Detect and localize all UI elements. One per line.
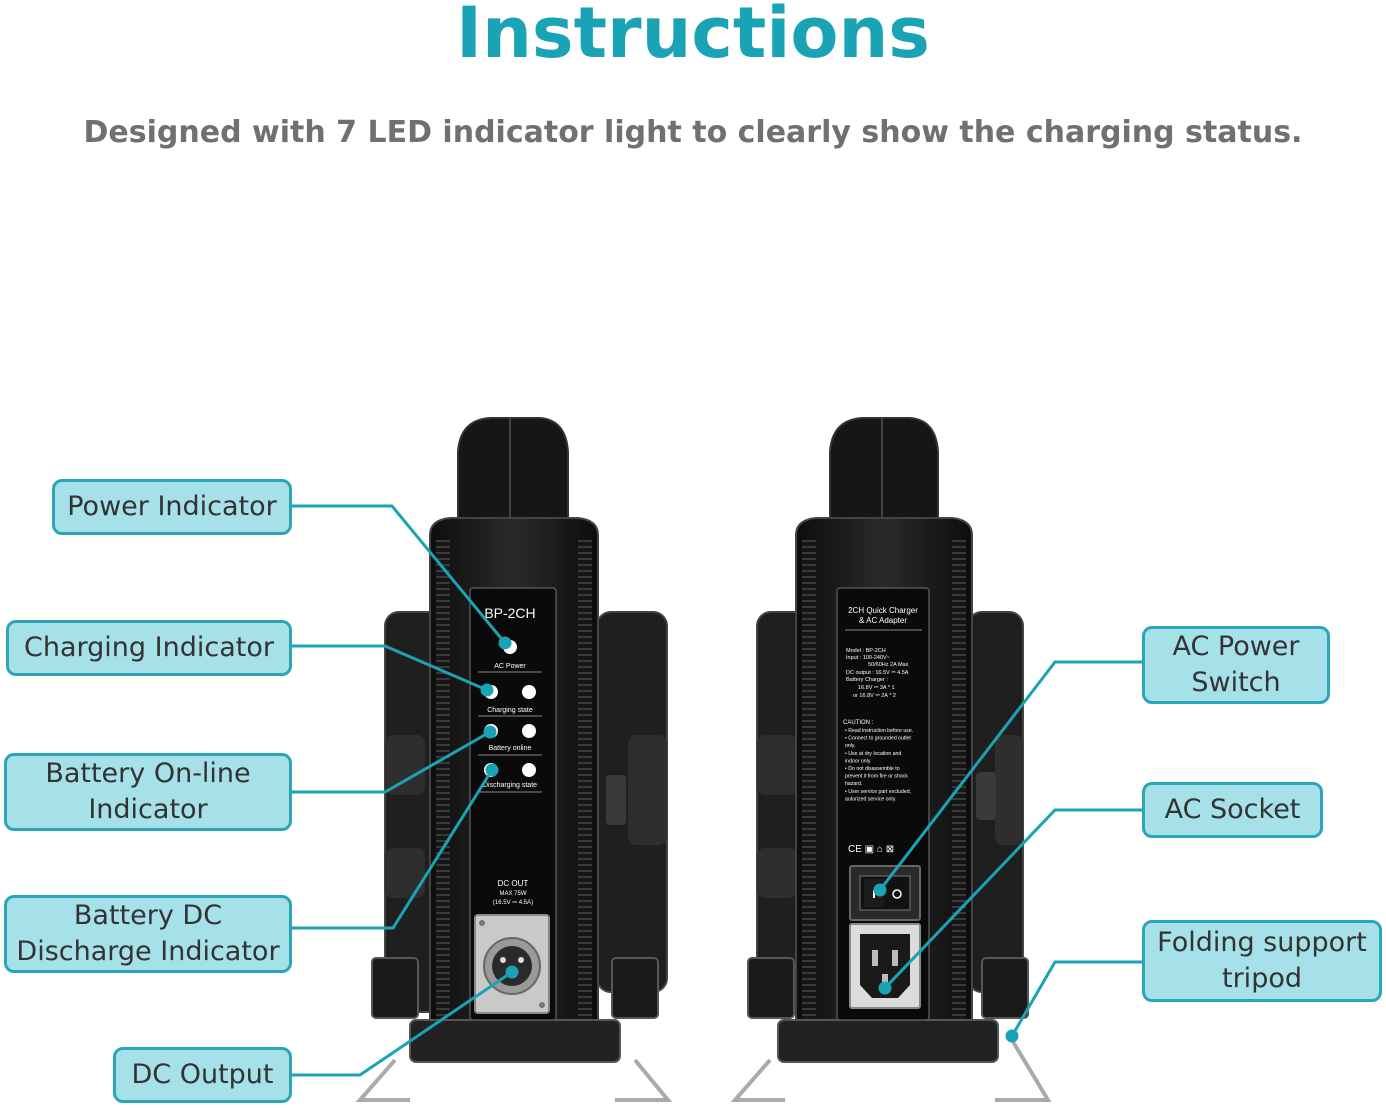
back-title-line2: & AC Adapter xyxy=(859,616,907,625)
callout-tripod-line2: tripod xyxy=(1222,963,1302,994)
leader-lines xyxy=(290,504,1144,1077)
charging-led-2 xyxy=(522,685,536,699)
caution-line: autorized service only. xyxy=(845,796,896,802)
dc-out-label: DC OUT xyxy=(498,879,529,888)
caution-line: • Read instruction before use. xyxy=(845,728,913,734)
callout-dc-output-text: DC Output xyxy=(131,1059,274,1090)
callout-folding-support-tripod: Folding support tripod xyxy=(1142,920,1382,1002)
pointer-dot-dc-output xyxy=(505,965,519,979)
online-led-2 xyxy=(522,724,536,738)
callout-ac-power-line2: Switch xyxy=(1191,667,1281,698)
page-title: Instructions xyxy=(456,0,930,74)
callout-power-indicator: Power Indicator xyxy=(52,479,292,535)
spec-battery-charger: Battery Charger : xyxy=(846,677,888,683)
spec-charge2: or 16.8V ⎓ 2A * 2 xyxy=(853,693,896,699)
front-charger-unit: BP-2CH AC Power Charging state Battery o… xyxy=(355,417,673,1102)
callout-battery-dc-line2: Discharge Indicator xyxy=(16,936,280,967)
callout-battery-dc-line1: Battery DC xyxy=(73,900,223,931)
callout-battery-online-line1: Battery On-line xyxy=(45,758,251,789)
caution-line: indoor only. xyxy=(845,758,871,764)
dc-out-spec-label: (16.5V ⎓ 4.5A) xyxy=(493,900,533,906)
certification-marks: CE ▣ ⌂ ⊠ xyxy=(848,844,894,855)
charging-state-label: Charging state xyxy=(487,707,533,714)
spec-input: Input : 100-240V~ xyxy=(846,655,890,661)
pointer-dot-charging xyxy=(480,683,494,697)
pointer-dot-power xyxy=(498,636,512,650)
dc-out-max-label: MAX 75W xyxy=(499,891,526,897)
caution-lines: • Read instruction before use. • Connect … xyxy=(845,728,913,802)
spec-freq: 50/60Hz 2A Max xyxy=(868,662,909,668)
callout-ac-power-switch: AC Power Switch xyxy=(1142,626,1330,704)
front-model-label: BP-2CH xyxy=(484,605,535,621)
callout-power-indicator-text: Power Indicator xyxy=(67,491,277,522)
caution-line: • Connect to grounded outlet xyxy=(845,736,911,742)
spec-dc-output: DC output : 16.5V ⎓ 4.5A xyxy=(846,670,909,676)
caution-line: only. xyxy=(845,743,856,749)
back-title-line1: 2CH Quick Charger xyxy=(848,606,918,615)
ac-power-label: AC Power xyxy=(494,663,526,670)
pointer-dot-socket xyxy=(878,981,892,995)
leader-dc-output xyxy=(290,970,513,1077)
leader-ac-power-switch xyxy=(878,660,1144,891)
callout-ac-socket: AC Socket xyxy=(1142,782,1323,838)
leader-folding-tripod xyxy=(1010,960,1144,1037)
spec-charge1: 16.8V ⎓ 3A * 1 xyxy=(858,685,895,691)
caution-line: hazard. xyxy=(845,781,862,787)
caution-line: prevent it from fire or shock xyxy=(845,774,908,780)
pointer-dot-tripod xyxy=(1005,1029,1019,1043)
callout-battery-dc-discharge-indicator: Battery DC Discharge Indicator xyxy=(4,895,292,973)
pointer-dot-switch xyxy=(873,883,887,897)
callout-ac-socket-text: AC Socket xyxy=(1164,794,1301,825)
leader-ac-socket xyxy=(883,808,1144,990)
caution-line: • Use at dry location and xyxy=(845,751,901,757)
callout-ac-power-line1: AC Power xyxy=(1172,631,1300,662)
callout-charging-indicator-text: Charging Indicator xyxy=(24,632,274,663)
callout-dc-output: DC Output xyxy=(113,1047,292,1103)
back-charger-unit: 2CH Quick Charger & AC Adapter Model : B… xyxy=(730,417,1052,1102)
caution-line: • User service part excluded, xyxy=(845,789,911,795)
callout-battery-online-line2: Indicator xyxy=(88,794,208,825)
callout-battery-online-indicator: Battery On-line Indicator xyxy=(4,753,292,831)
leader-charging-indicator xyxy=(290,644,488,692)
caution-line: • Do not disassemble to xyxy=(845,766,900,772)
page-subtitle: Designed with 7 LED indicator light to c… xyxy=(83,115,1303,150)
leader-battery-online xyxy=(290,730,491,794)
callout-tripod-line1: Folding support xyxy=(1157,927,1367,958)
battery-online-label: Battery online xyxy=(489,745,532,752)
pointer-dot-online xyxy=(483,725,497,739)
leader-power-indicator xyxy=(290,504,507,644)
discharge-led-2 xyxy=(522,763,536,777)
pointer-dot-discharge xyxy=(485,763,499,777)
callout-charging-indicator: Charging Indicator xyxy=(6,620,292,676)
spec-model: Model : BP-2CH xyxy=(846,648,886,654)
caution-title: CAUTION : xyxy=(843,720,874,726)
discharging-state-label: Discharging state xyxy=(483,782,537,789)
leader-battery-discharge xyxy=(290,769,494,930)
